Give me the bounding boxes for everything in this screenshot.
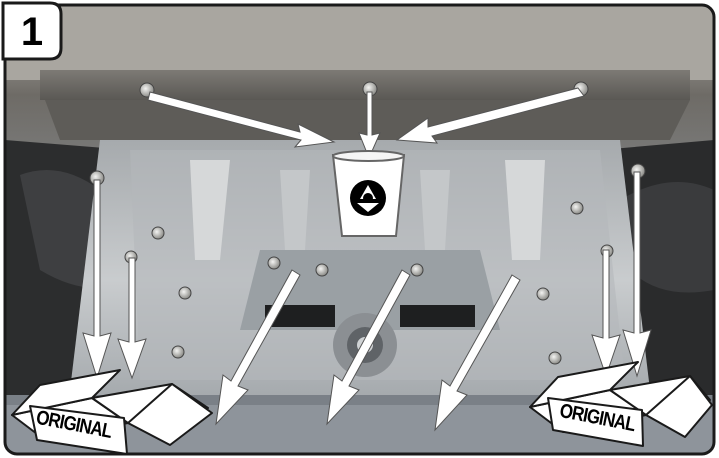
step-number: 1 — [3, 3, 61, 61]
recycling-bin-icon — [333, 151, 404, 236]
recycle-symbol-icon — [350, 180, 386, 216]
